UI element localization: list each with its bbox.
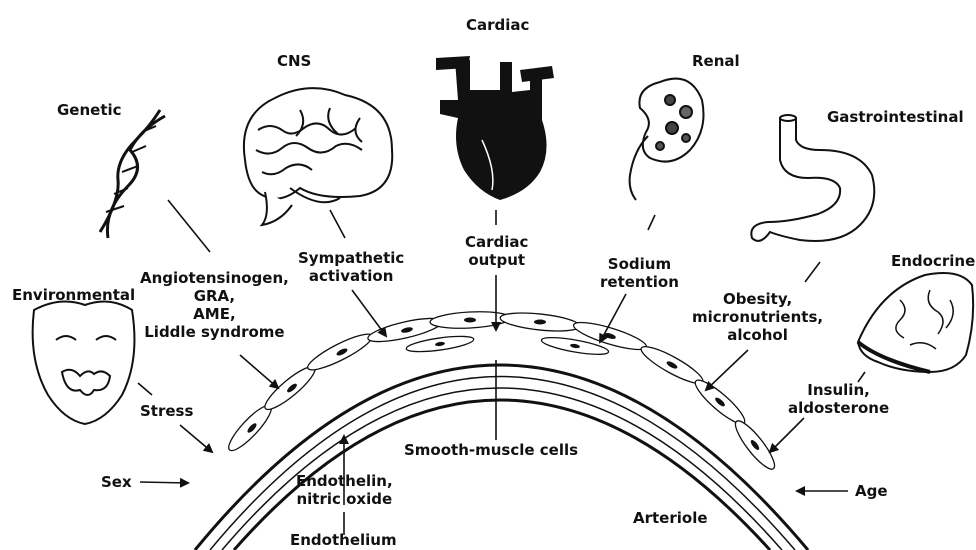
endothelin-factor-line: Endothelin, — [296, 472, 393, 490]
endocrine-factor-line: Insulin, — [788, 381, 889, 399]
label-renal: Renal — [692, 52, 740, 70]
endothelin-factor-line: nitric oxide — [296, 490, 393, 508]
label-gastrointestinal: Gastrointestinal — [827, 108, 964, 126]
label-environmental: Environmental — [12, 286, 135, 304]
genetic-factor-line: Liddle syndrome — [140, 323, 289, 341]
cardiac-factor-line: output — [465, 251, 528, 269]
label-sex: Sex — [101, 473, 132, 491]
stomach-icon — [751, 115, 874, 241]
cns-factor-line: Sympathetic — [298, 249, 404, 267]
brain-icon — [244, 88, 392, 225]
label-genetic-factors: Angiotensinogen, GRA, AME, Liddle syndro… — [140, 269, 289, 341]
label-insulin-aldosterone: Insulin, aldosterone — [788, 381, 889, 417]
gi-factor-line: Obesity, — [692, 290, 823, 308]
gi-factor-line: alcohol — [692, 326, 823, 344]
label-sympathetic-activation: Sympathetic activation — [298, 249, 404, 285]
mask-icon — [33, 301, 135, 424]
label-cns: CNS — [277, 52, 311, 70]
cns-factor-line: activation — [298, 267, 404, 285]
label-stress: Stress — [140, 402, 193, 420]
genetic-factor-line: GRA, — [140, 287, 289, 305]
renal-factor-line: retention — [600, 273, 679, 291]
kidney-icon — [630, 79, 704, 200]
dna-icon — [100, 110, 165, 238]
label-sodium-retention: Sodium retention — [600, 255, 679, 291]
gland-icon — [858, 273, 973, 372]
label-obesity-factors: Obesity, micronutrients, alcohol — [692, 290, 823, 344]
label-genetic: Genetic — [57, 101, 122, 119]
heart-icon — [436, 56, 554, 200]
cardiac-factor-line: Cardiac — [465, 233, 528, 251]
label-cardiac: Cardiac — [466, 16, 529, 34]
genetic-factor-line: Angiotensinogen, — [140, 269, 289, 287]
label-arteriole: Arteriole — [633, 509, 708, 527]
label-endothelium: Endothelium — [290, 531, 397, 549]
label-endothelin: Endothelin, nitric oxide — [296, 472, 393, 508]
genetic-factor-line: AME, — [140, 305, 289, 323]
renal-factor-line: Sodium — [600, 255, 679, 273]
gi-factor-line: micronutrients, — [692, 308, 823, 326]
label-smooth-muscle-cells: Smooth-muscle cells — [404, 441, 578, 459]
label-age: Age — [855, 482, 888, 500]
label-cardiac-output: Cardiac output — [465, 233, 528, 269]
label-endocrine: Endocrine — [891, 252, 975, 270]
endocrine-factor-line: aldosterone — [788, 399, 889, 417]
